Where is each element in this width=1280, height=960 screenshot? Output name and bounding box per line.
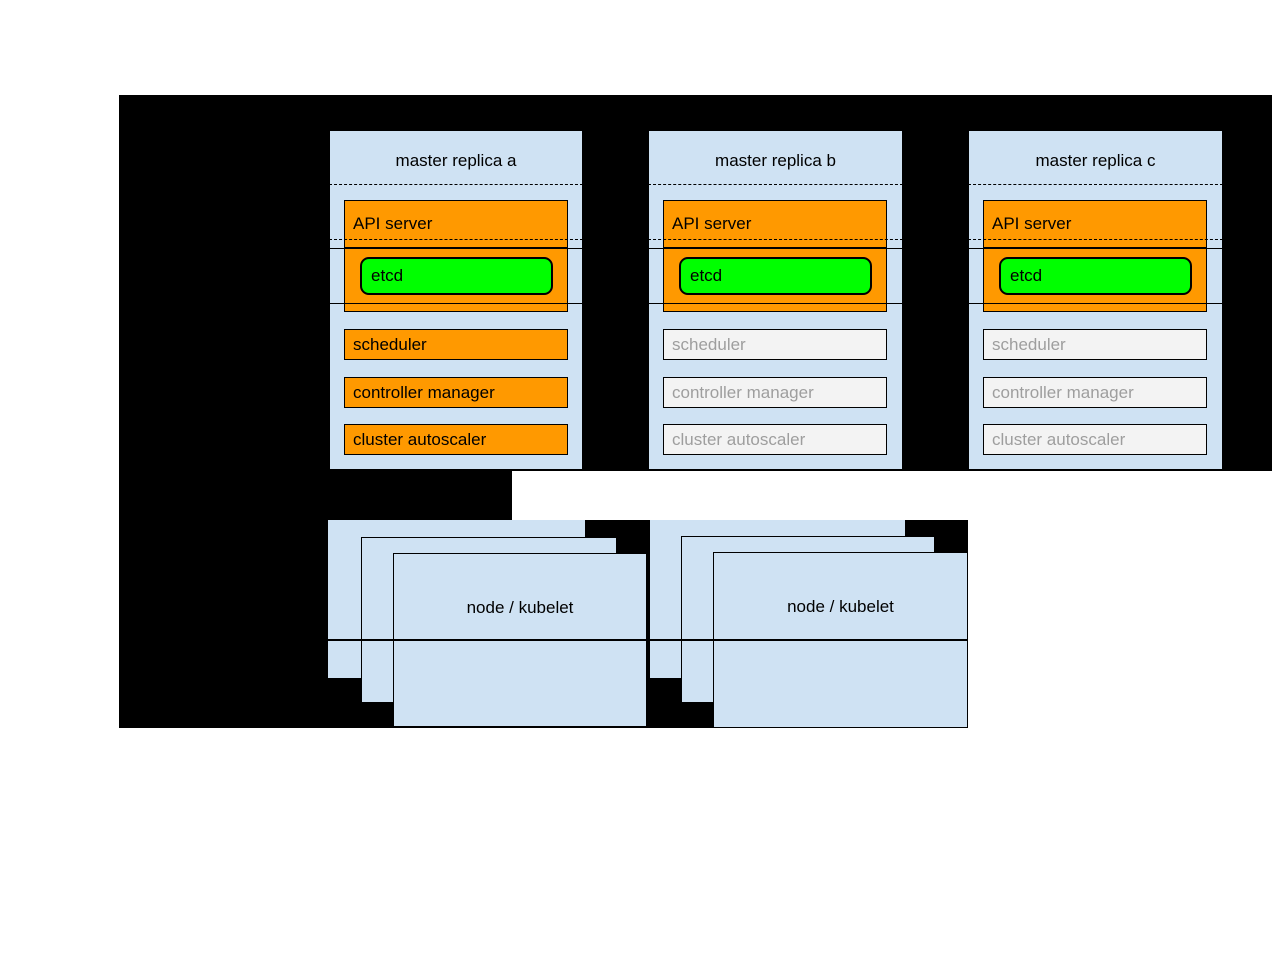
etcd-container-box: etcd [663,248,887,312]
node-kubelet-label: node / kubelet [787,597,894,616]
master-replica-c-title: master replica c [1035,150,1156,170]
divider-dashed-top [968,184,1223,185]
etcd-box: etcd [679,257,872,295]
divider-dashed-top [648,184,903,185]
master-replica-a-title: master replica a [395,150,517,170]
divider-solid-upper [329,248,583,249]
api-server-box: API server [983,200,1207,248]
cluster-autoscaler-box: cluster autoscaler [663,424,887,455]
divider-dashed-mid [329,239,583,240]
controller-manager-box: controller manager [983,377,1207,408]
divider-solid-upper [648,248,903,249]
scheduler-box: scheduler [983,329,1207,360]
master-replica-c-panel: master replica c API server etcd schedul… [968,130,1223,470]
etcd-container-box: etcd [344,248,568,312]
master-replica-b-title: master replica b [715,150,836,170]
divider-dashed-mid [968,239,1223,240]
scheduler-box: scheduler [344,329,568,360]
divider-dashed-mid [648,239,903,240]
etcd-box: etcd [999,257,1192,295]
etcd-box: etcd [360,257,553,295]
divider-dashed-top [329,184,583,185]
master-replica-a-panel: master replica a API server etcd schedul… [329,130,583,470]
divider-solid-lower [968,303,1223,304]
node-title-divider-line [328,639,968,641]
scheduler-box: scheduler [663,329,887,360]
divider-solid-lower [648,303,903,304]
node-kubelet-label: node / kubelet [466,598,574,617]
controller-manager-box: controller manager [663,377,887,408]
divider-solid-upper [968,248,1223,249]
controller-manager-box: controller manager [344,377,568,408]
master-replica-b-panel: master replica b API server etcd schedul… [648,130,903,470]
cluster-autoscaler-box: cluster autoscaler [983,424,1207,455]
api-server-box: API server [344,200,568,248]
cluster-autoscaler-box: cluster autoscaler [344,424,568,455]
divider-solid-lower [329,303,583,304]
api-server-box: API server [663,200,887,248]
etcd-container-box: etcd [983,248,1207,312]
